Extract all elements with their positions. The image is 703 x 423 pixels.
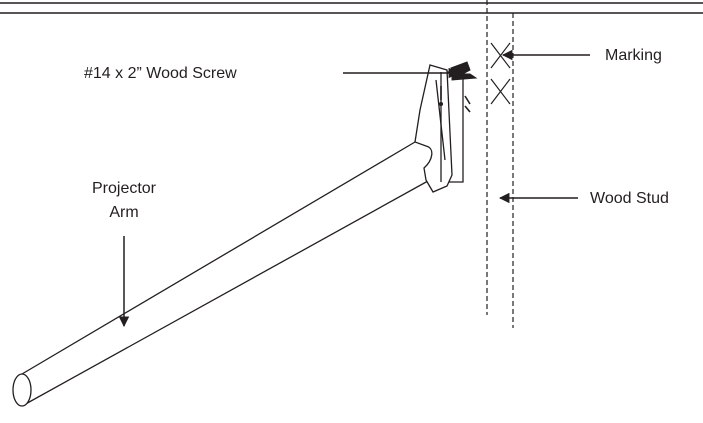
wood-stud-label: Wood Stud xyxy=(590,190,669,207)
wood-screw xyxy=(450,61,478,81)
ceiling xyxy=(0,2,703,14)
arm-end-cap xyxy=(12,373,32,407)
mounting-bracket xyxy=(414,64,471,193)
marking-x xyxy=(490,42,511,105)
screw-label: #14 x 2” Wood Screw xyxy=(84,65,237,82)
callout-arrows xyxy=(118,49,590,328)
projector-arm-label-line2: Arm xyxy=(109,204,138,221)
wood-stud xyxy=(486,0,514,328)
projector-arm xyxy=(12,141,438,407)
marking-label: Marking xyxy=(605,47,662,64)
projector-arm-label-line1: Projector xyxy=(92,180,157,197)
